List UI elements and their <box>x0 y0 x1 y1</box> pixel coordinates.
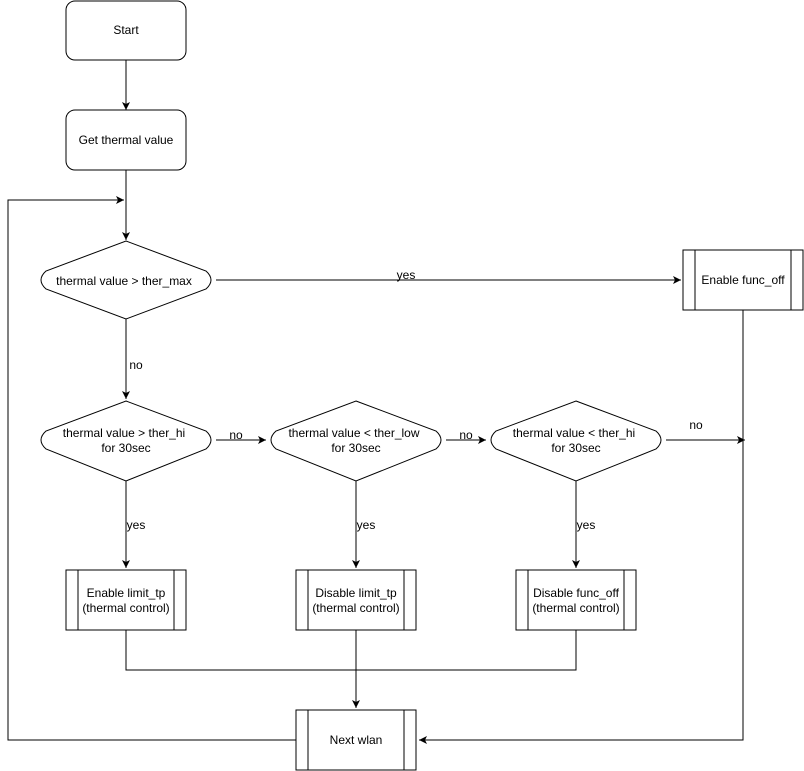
node-check-hi2: thermal value < ther_hi for 30sec <box>490 400 662 482</box>
label-check-low-no: no <box>459 428 473 442</box>
label-check-hi-no: no <box>229 428 243 442</box>
node-disable-func-label-line2: (thermal control) <box>532 601 619 615</box>
node-start-label: Start <box>113 23 139 37</box>
label-check-max-yes: yes <box>397 268 416 282</box>
label-check-hi2-yes: yes <box>577 518 596 532</box>
node-enable-func-off-label: Enable func_off <box>701 273 785 287</box>
node-get-thermal-label: Get thermal value <box>79 133 174 147</box>
node-check-hi-label-line2: for 30sec <box>101 441 150 455</box>
edge-labels: yes no no no no yes yes yes <box>127 268 703 532</box>
node-check-hi2-label-line1: thermal value < ther_hi <box>513 426 635 440</box>
node-check-max: thermal value > ther_max <box>40 240 212 320</box>
node-start: Start <box>65 0 187 61</box>
node-check-hi: thermal value > ther_hi for 30sec <box>40 400 212 482</box>
node-check-low-label-line2: for 30sec <box>331 441 380 455</box>
node-check-max-label: thermal value > ther_max <box>56 274 192 288</box>
node-enable-limit: Enable limit_tp (thermal control) <box>65 569 187 631</box>
label-check-hi2-no: no <box>689 418 703 432</box>
edge-loop-back <box>7 196 296 741</box>
edge-func-off-to-next-wlan <box>419 310 744 744</box>
label-check-max-no: no <box>129 358 143 372</box>
node-disable-limit-label-line1: Disable limit_tp <box>315 586 397 600</box>
node-disable-limit-label-line2: (thermal control) <box>312 601 399 615</box>
node-next-wlan-label: Next wlan <box>330 733 383 747</box>
node-disable-func: Disable func_off (thermal control) <box>515 569 637 631</box>
node-disable-limit: Disable limit_tp (thermal control) <box>295 569 417 631</box>
edge-enable-limit-to-merge <box>125 630 356 671</box>
node-check-hi-label-line1: thermal value > ther_hi <box>63 426 185 440</box>
node-get-thermal: Get thermal value <box>65 109 187 171</box>
node-check-low-label-line1: thermal value < ther_low <box>288 426 419 440</box>
node-next-wlan: Next wlan <box>295 709 417 771</box>
edges <box>7 60 745 744</box>
node-disable-func-label-line1: Disable func_off <box>533 586 620 600</box>
label-check-hi-yes: yes <box>127 518 146 532</box>
node-enable-limit-label-line1: Enable limit_tp <box>87 586 166 600</box>
label-check-low-yes: yes <box>357 518 376 532</box>
node-check-hi2-label-line2: for 30sec <box>551 441 600 455</box>
node-check-low: thermal value < ther_low for 30sec <box>270 400 442 482</box>
node-enable-func-off: Enable func_off <box>682 249 804 311</box>
node-enable-limit-label-line2: (thermal control) <box>82 601 169 615</box>
edge-disable-func-to-merge <box>356 630 577 671</box>
